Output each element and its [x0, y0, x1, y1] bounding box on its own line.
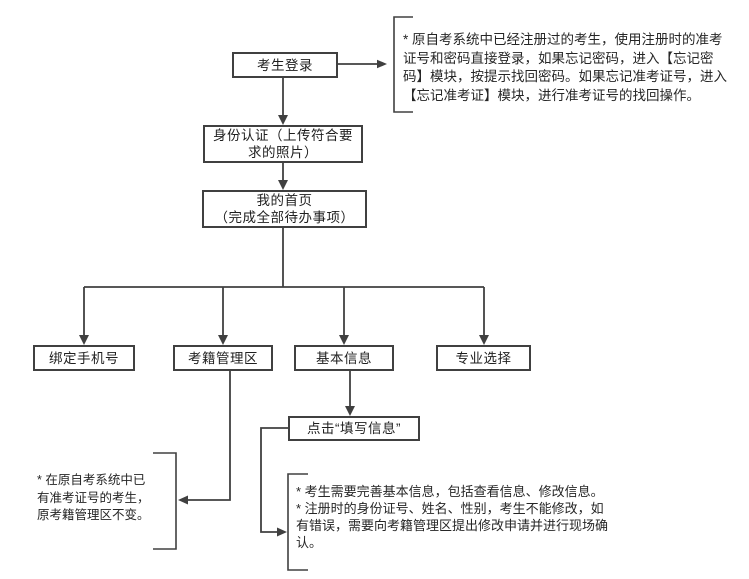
note-line: 有准考证号的考生，	[37, 490, 150, 505]
note-basic-info: * 考生需要完善基本信息，包括查看信息、修改信息。 * 注册时的身份证号、姓名、…	[296, 483, 626, 551]
connector-registry-to-note	[188, 371, 231, 501]
node-label-line: 我的首页	[256, 193, 313, 208]
node-label-line: （完成全部待办事项）	[214, 210, 355, 225]
note-line: * 在原自考系统中已	[37, 473, 146, 487]
note-line: 认。	[296, 535, 323, 550]
bracket-registry-note	[153, 452, 177, 550]
node-my-homepage: 我的首页 （完成全部待办事项）	[202, 190, 367, 228]
node-label: 基本信息	[316, 350, 372, 366]
note-line: 【忘记准考证】模块，进行准考证号的找回操作。	[403, 87, 700, 103]
node-major-select: 专业选择	[436, 345, 531, 371]
node-fill-info: 点击“填写信息”	[288, 416, 420, 441]
node-label-line: 身份认证（上传符合要	[213, 128, 353, 143]
note-line: 码】模块，按提示找回密码。如果忘记准考证号，进入	[403, 69, 727, 84]
node-label: 专业选择	[455, 350, 512, 366]
arrowhead-right-login-note	[377, 59, 387, 69]
note-line: 证号和密码直接登录，如果忘记密码，进入【忘记密	[403, 50, 714, 66]
node-basic-info: 基本信息	[294, 345, 394, 371]
node-label: 考籍管理区	[188, 350, 258, 366]
note-line: * 注册时的身份证号、姓名、性别，考生不能修改，如	[296, 501, 604, 516]
node-candidate-login: 考生登录	[232, 52, 338, 78]
bracket-basic-info-note	[287, 473, 308, 571]
node-label: 绑定手机号	[49, 350, 119, 366]
arrowhead-down-home	[278, 180, 288, 190]
node-label-line: 求的照片）	[248, 145, 318, 160]
bracket-login-note	[393, 16, 413, 113]
node-registry-area: 考籍管理区	[173, 345, 273, 371]
note-registry-area: * 在原自考系统中已 有准考证号的考生， 原考籍管理区不变。	[37, 472, 155, 525]
arrowhead-down-phone	[79, 335, 89, 345]
connector-fill-to-note	[260, 427, 288, 533]
note-line: 有错误，需要向考籍管理区提出修改申请并进行现场确	[296, 518, 609, 533]
node-bind-phone: 绑定手机号	[33, 345, 135, 371]
arrowhead-down-basic	[339, 335, 349, 345]
arrowhead-left-registry-note	[178, 495, 188, 505]
arrowhead-down-fill	[345, 406, 355, 416]
note-login: * 原自考系统中已经注册过的考生，使用注册时的准考 证号和密码直接登录，如果忘记…	[403, 31, 748, 105]
note-line: * 考生需要完善基本信息，包括查看信息、修改信息。	[296, 484, 604, 499]
arrowhead-down-major	[479, 335, 489, 345]
note-line: 原考籍管理区不变。	[37, 508, 150, 522]
arrowhead-right-basic-note	[277, 527, 287, 537]
node-label: 考生登录	[257, 57, 313, 73]
node-label: 点击“填写信息”	[307, 421, 401, 436]
arrowhead-down-registry	[218, 335, 228, 345]
note-line: * 原自考系统中已经注册过的考生，使用注册时的准考	[403, 32, 723, 47]
node-identity-verification: 身份认证（上传符合要 求的照片）	[203, 125, 363, 163]
arrowhead-down-identity	[278, 115, 288, 125]
